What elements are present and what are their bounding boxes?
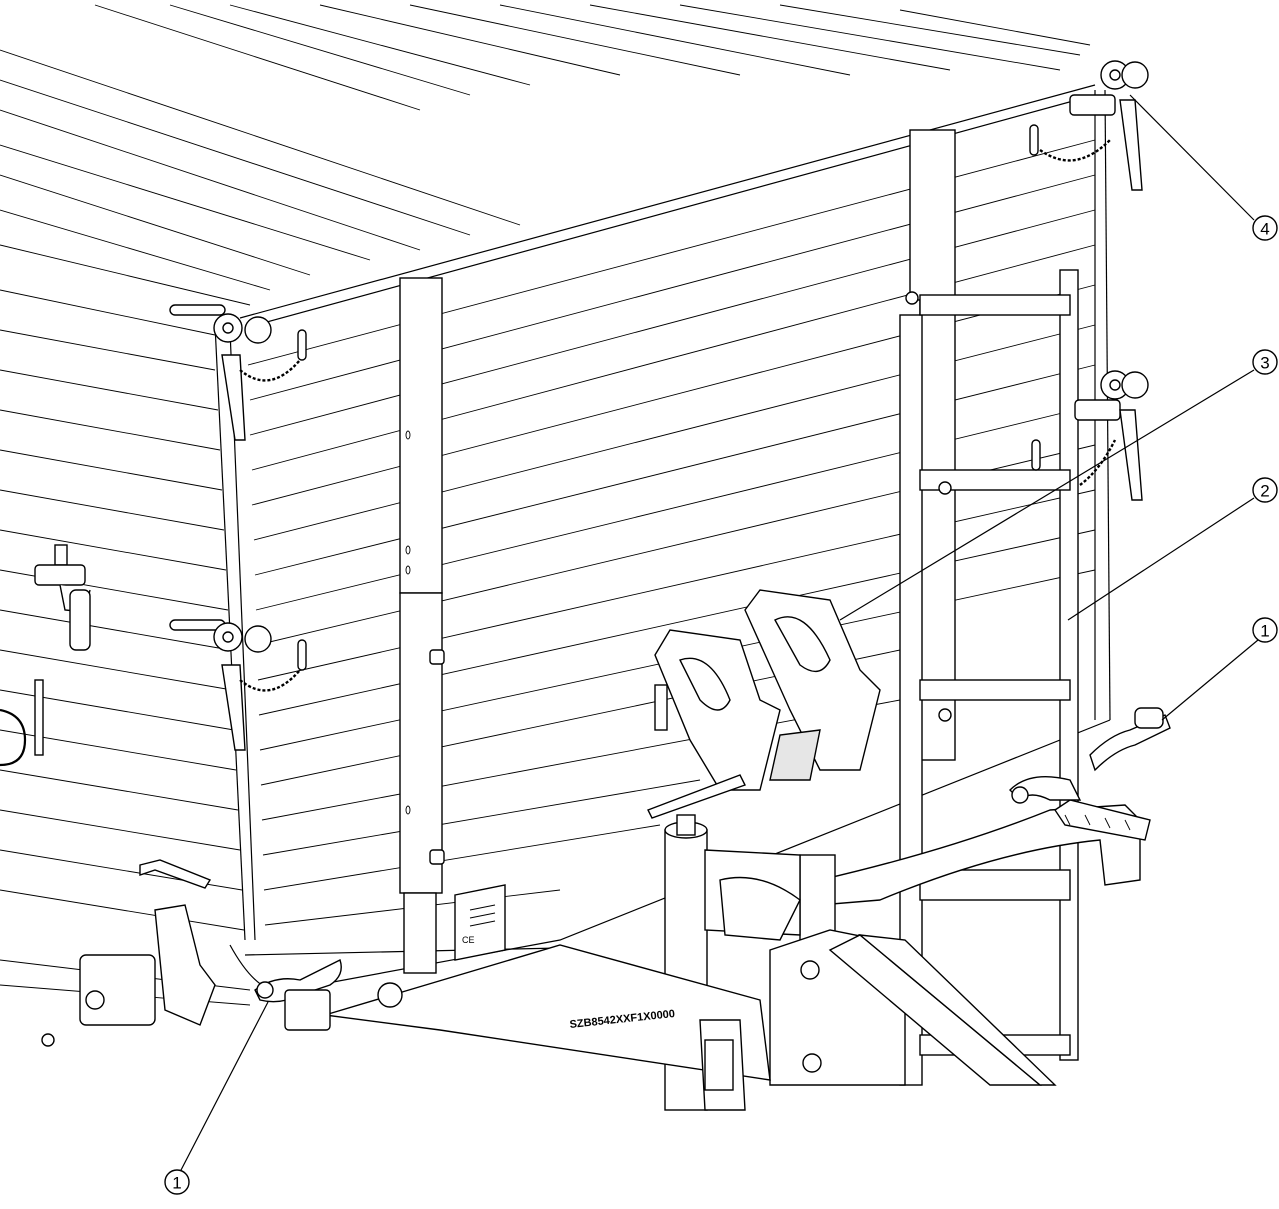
chassis-frame [324, 944, 771, 1111]
svg-text:CE: CE [462, 935, 475, 945]
ladder [899, 129, 1079, 1086]
callout-1-right-label: 1 [1260, 622, 1269, 641]
callout-1-left-label: 1 [172, 1174, 181, 1193]
centre-post [399, 277, 445, 974]
callout-1-right: 1 [1161, 617, 1278, 721]
side-bracket-clamp [34, 544, 91, 651]
callout-3: 3 [839, 349, 1278, 621]
side-panel-planks [0, 289, 251, 1006]
callout-2: 2 [1067, 477, 1278, 621]
right-upper-lock [1029, 60, 1149, 191]
deck-floor-lines [0, 4, 1091, 306]
callout-3-label: 3 [1260, 354, 1269, 373]
left-hose-coupling [41, 904, 403, 1047]
left-upper-lock [169, 304, 307, 441]
callout-1-left: 1 [164, 1001, 269, 1195]
callout-4-label: 4 [1260, 220, 1269, 239]
right-hose-coupling [1009, 707, 1171, 804]
wheel-chocks [654, 589, 881, 791]
side-handle [139, 859, 212, 889]
left-lower-lock [169, 619, 307, 751]
callout-2-label: 2 [1260, 482, 1269, 501]
brand-logo-fragment [0, 679, 44, 767]
right-middle-lock [1031, 370, 1149, 501]
callout-4: 4 [1129, 94, 1278, 241]
type-plate: CE [454, 884, 506, 961]
